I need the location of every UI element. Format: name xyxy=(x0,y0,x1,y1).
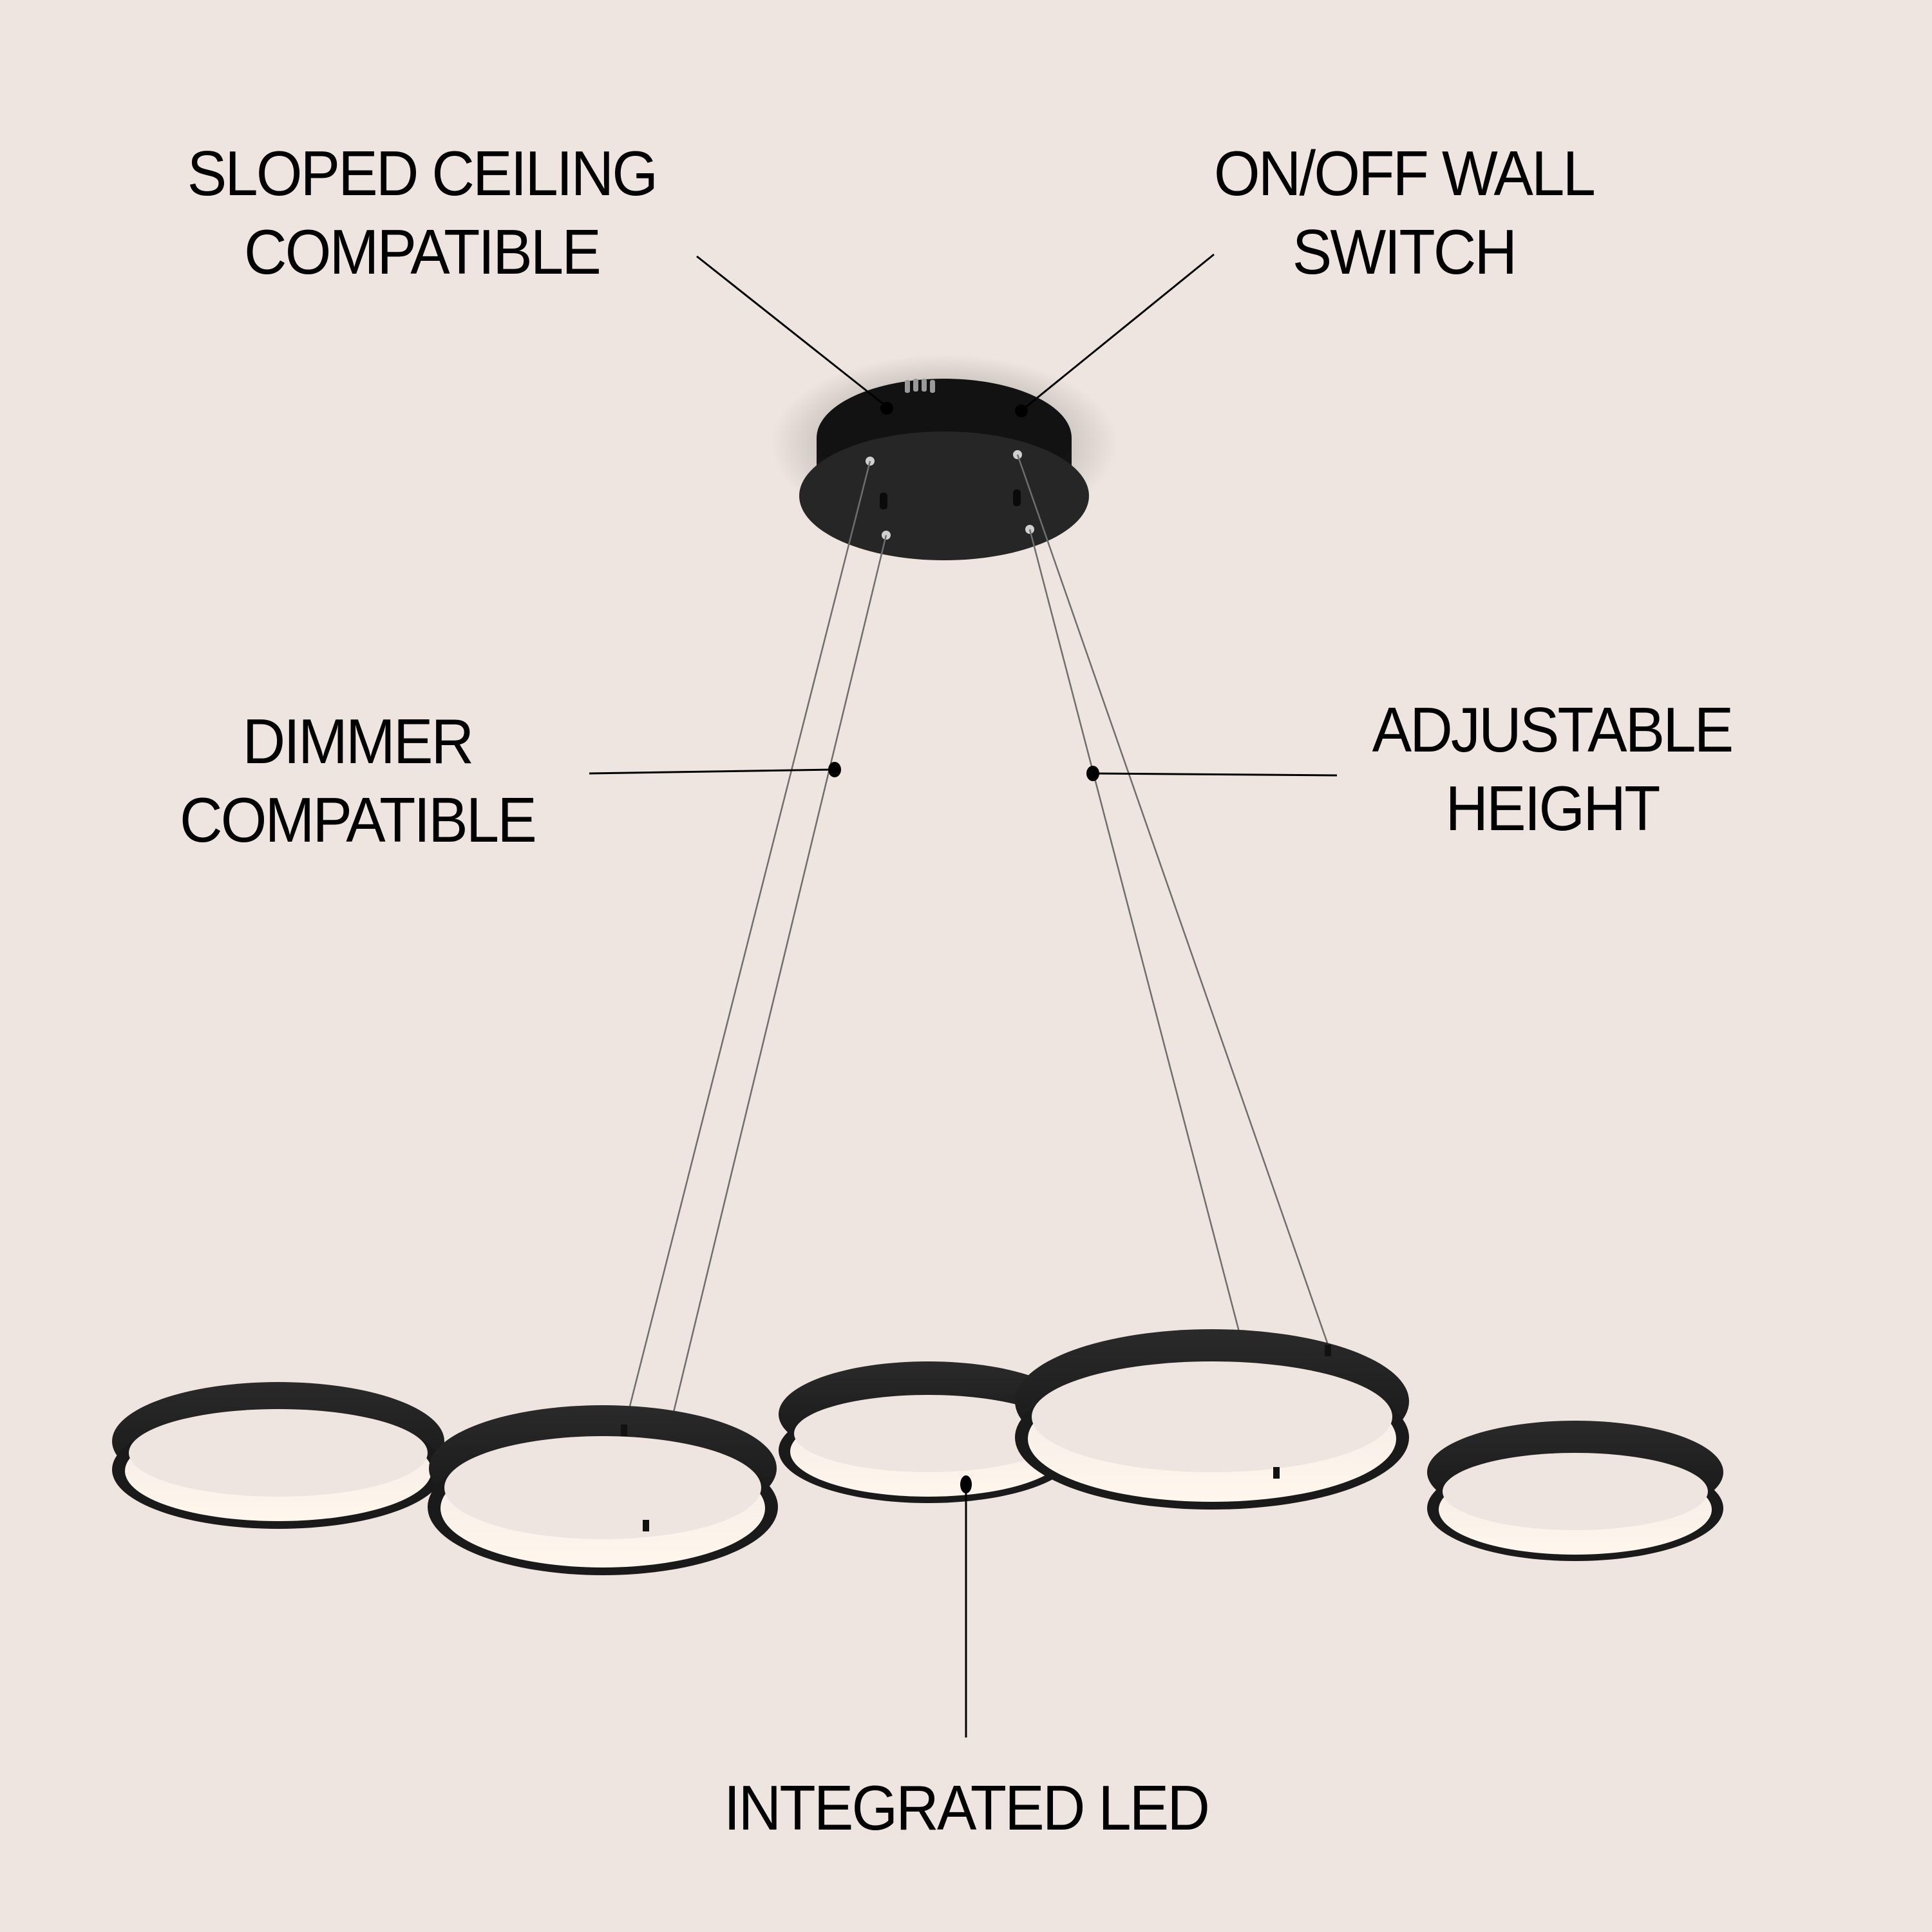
callout-adjustable-height: ADJUSTABLE HEIGHT xyxy=(1340,690,1764,848)
led-ring-3 xyxy=(779,1361,1077,1503)
suspension-cables xyxy=(623,454,1329,1527)
callout-text-line: SWITCH xyxy=(1292,216,1517,287)
led-ring-4 xyxy=(1015,1329,1409,1510)
callout-text-line: COMPATIBLE xyxy=(244,216,601,287)
callout-text-line: DIMMER xyxy=(242,706,474,777)
callout-text-line: HEIGHT xyxy=(1445,773,1660,844)
callout-text-line: ON/OFF WALL xyxy=(1214,138,1596,209)
callout-on-off-wall-switch: ON/OFF WALL SWITCH xyxy=(1162,134,1646,291)
callout-sloped-ceiling-compatible: SLOPED CEILING COMPATIBLE xyxy=(146,134,697,291)
led-ring-2 xyxy=(428,1405,778,1575)
callout-text-line: ADJUSTABLE xyxy=(1372,694,1734,765)
led-ring-1 xyxy=(112,1382,444,1529)
callout-dimmer-compatible: DIMMER COMPATIBLE xyxy=(142,702,572,859)
callout-text-line: COMPATIBLE xyxy=(180,784,537,855)
ceiling-canopy xyxy=(770,354,1118,560)
led-rings xyxy=(112,1329,1723,1575)
callout-text-line: SLOPED CEILING xyxy=(187,138,658,209)
callout-text-line: INTEGRATED LED xyxy=(723,1772,1210,1843)
led-ring-5 xyxy=(1427,1421,1723,1561)
callout-leaders xyxy=(589,253,1338,1738)
callout-integrated-led: INTEGRATED LED xyxy=(663,1768,1269,1847)
